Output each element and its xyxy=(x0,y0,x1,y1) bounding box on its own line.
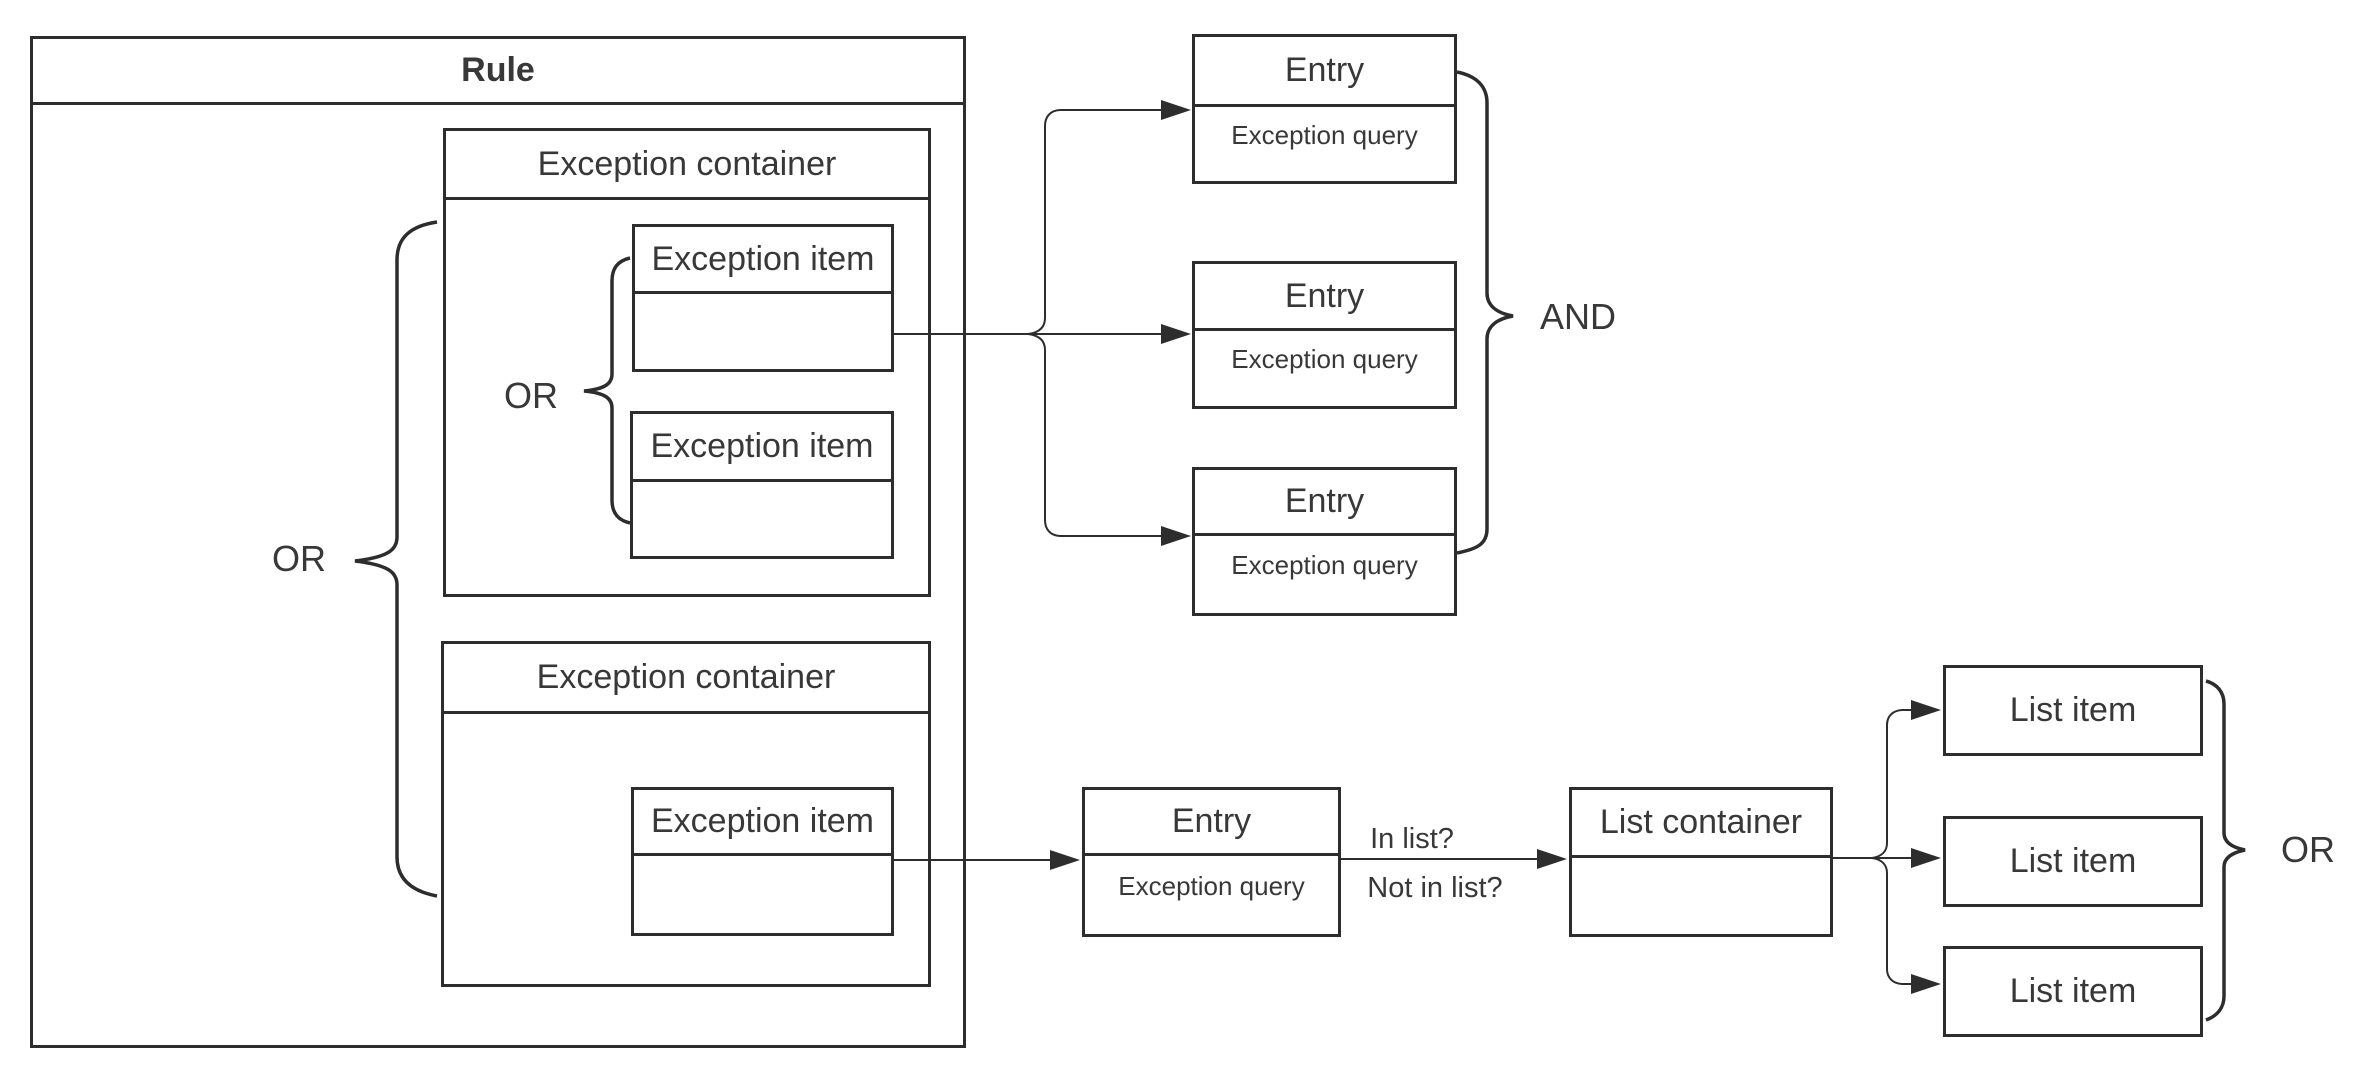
arrowhead-listitem3 xyxy=(1911,974,1941,994)
arrowhead-listitem1 xyxy=(1911,700,1941,720)
entry-2-query: Exception query xyxy=(1231,344,1418,374)
entry-1-title: Entry xyxy=(1195,37,1454,107)
in-list-label: In list? xyxy=(1370,823,1454,855)
items-or-label: OR xyxy=(504,375,558,416)
exception-item-1-body xyxy=(635,294,891,369)
connector-fork-listitem3 xyxy=(1871,857,1911,985)
list-item-3: List item xyxy=(1943,946,2203,1037)
list-container-body xyxy=(1572,858,1830,934)
list-item-2: List item xyxy=(1943,816,2203,907)
entries-and-label: AND xyxy=(1540,296,1617,337)
connector-fork-listitem1 xyxy=(1871,709,1911,859)
list-container-title: List container xyxy=(1572,790,1830,858)
entry-4-title: Entry xyxy=(1085,790,1338,856)
list-item-1-label: List item xyxy=(2009,691,2137,729)
entry-3: Entry Exception query xyxy=(1192,467,1457,616)
list-or-brace xyxy=(2205,679,2246,1022)
arrowhead-listcontainer xyxy=(1537,849,1567,869)
exception-item-2-body xyxy=(633,482,891,556)
outer-or-label: OR xyxy=(272,538,326,579)
arrowhead-entry4 xyxy=(1050,850,1080,870)
exception-item-2-title: Exception item xyxy=(633,414,891,482)
not-in-list-label: Not in list? xyxy=(1367,872,1502,904)
entry-2: Entry Exception query xyxy=(1192,261,1457,409)
entry-1-query: Exception query xyxy=(1231,119,1418,150)
exception-container-2-title: Exception container xyxy=(444,644,928,714)
entry-3-query: Exception query xyxy=(1231,550,1418,580)
entries-and-brace xyxy=(1456,70,1514,555)
exception-item-1-title: Exception item xyxy=(635,227,891,294)
entry-3-title: Entry xyxy=(1195,470,1454,536)
arrowhead-listitem2 xyxy=(1911,848,1941,868)
entry-1: Entry Exception query xyxy=(1192,34,1457,184)
exception-item-3-body xyxy=(634,856,891,933)
connector-fork-entry1 xyxy=(1027,109,1161,335)
list-item-1: List item xyxy=(1943,665,2203,756)
arrowhead-entry1 xyxy=(1161,100,1191,120)
list-item-2-label: List item xyxy=(2009,842,2137,880)
arrowhead-entry2 xyxy=(1161,324,1191,344)
connector-fork-entry3 xyxy=(1027,333,1161,537)
entry-4-query: Exception query xyxy=(1118,870,1305,901)
exception-item-2: Exception item xyxy=(630,411,894,559)
list-or-label: OR xyxy=(2281,829,2335,870)
arrowhead-entry3 xyxy=(1161,526,1191,546)
entry-2-title: Entry xyxy=(1195,264,1454,331)
exception-container-1-title: Exception container xyxy=(446,131,928,200)
exception-item-1: Exception item xyxy=(632,224,894,372)
list-item-3-label: List item xyxy=(2009,972,2137,1010)
exception-item-3-title: Exception item xyxy=(634,790,891,856)
entry-4: Entry Exception query xyxy=(1082,787,1341,937)
rule-title: Rule xyxy=(33,39,963,105)
list-container: List container xyxy=(1569,787,1833,937)
exception-item-3: Exception item xyxy=(631,787,894,936)
